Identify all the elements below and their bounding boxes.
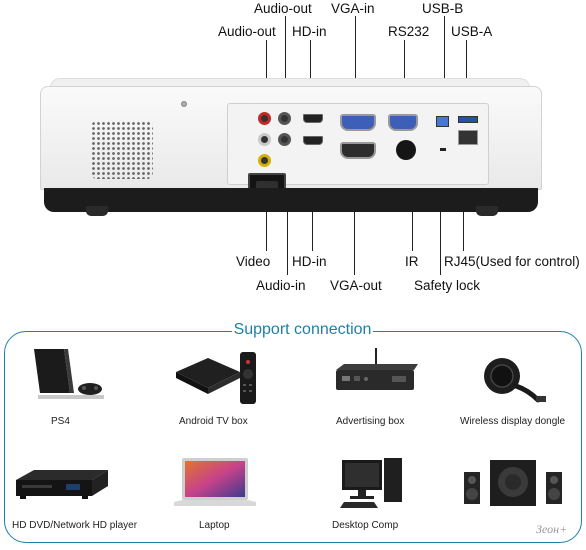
label-hd-in-top: HD-in	[292, 24, 327, 39]
audio-in-white-port	[258, 133, 271, 146]
screw-icon	[181, 101, 187, 107]
hdmi-1-port	[303, 114, 323, 123]
projector-foot-right	[476, 206, 498, 216]
device-label-desktop-computer: Desktop Comp	[332, 520, 399, 531]
usb-a-port	[458, 116, 478, 123]
vga-out-port	[340, 142, 376, 159]
usb-b-port	[436, 116, 449, 127]
watermark: Зеон+	[536, 522, 568, 536]
leader-rs232	[404, 40, 405, 102]
label-rj45: RJ45(Used for control)	[444, 254, 580, 269]
label-usb-b: USB-B	[422, 1, 464, 16]
device-label-dvd-player: HD DVD/Network HD player	[12, 520, 138, 531]
support-connection-title: Support connection	[232, 320, 373, 340]
label-video: Video	[236, 254, 271, 269]
ps4-console-icon	[34, 349, 104, 399]
label-usb-a: USB-A	[451, 24, 493, 39]
leader-usb-b	[444, 16, 445, 100]
leader-hd-in-top	[310, 40, 311, 102]
projector-rear-view	[40, 78, 542, 220]
projector-body	[40, 86, 542, 205]
label-audio-out: Audio-out	[218, 24, 276, 39]
audio-out-port	[278, 112, 291, 125]
projector-foot-left	[86, 206, 108, 216]
laptop-icon	[174, 458, 256, 506]
rj45-port	[458, 130, 478, 145]
device-label-laptop: Laptop	[199, 520, 230, 531]
android-tv-box-icon	[176, 352, 256, 404]
hdmi-2-port	[303, 136, 323, 145]
advertising-box-icon	[336, 348, 418, 390]
audio-in-port	[278, 133, 291, 146]
io-panel	[227, 103, 489, 185]
device-label-android-tv-box: Android TV box	[179, 416, 248, 427]
label-rs232: RS232	[388, 24, 430, 39]
label-audio-out-top: Audio-out	[254, 1, 312, 16]
device-label-ps4: PS4	[51, 416, 70, 427]
label-safety-lock: Safety lock	[414, 278, 481, 293]
speakers-icon	[464, 460, 562, 506]
label-vga-in: VGA-in	[331, 1, 375, 16]
label-ir: IR	[405, 254, 419, 269]
leader-audio-out	[266, 40, 267, 104]
label-vga-out: VGA-out	[330, 278, 382, 293]
safety-lock-slot	[440, 148, 446, 151]
device-label-wireless-dongle: Wireless display dongle	[460, 416, 566, 427]
ir-receiver	[396, 140, 416, 160]
device-label-advertising-box: Advertising box	[336, 416, 405, 427]
leader-usb-a	[466, 40, 467, 114]
projector-base	[44, 188, 538, 212]
rs232-port	[388, 114, 418, 131]
label-hd-in-bottom: HD-in	[292, 254, 327, 269]
label-audio-in: Audio-in	[256, 278, 306, 293]
leader-vga-in	[355, 16, 356, 94]
video-port	[258, 154, 271, 167]
vga-in-port	[340, 114, 376, 131]
speaker-grille	[91, 121, 153, 179]
wireless-dongle-icon	[484, 358, 546, 403]
audio-in-red-port	[258, 112, 271, 125]
desktop-computer-icon	[340, 458, 402, 508]
dvd-player-icon	[16, 470, 108, 499]
leader-audio-out-top	[285, 16, 286, 100]
